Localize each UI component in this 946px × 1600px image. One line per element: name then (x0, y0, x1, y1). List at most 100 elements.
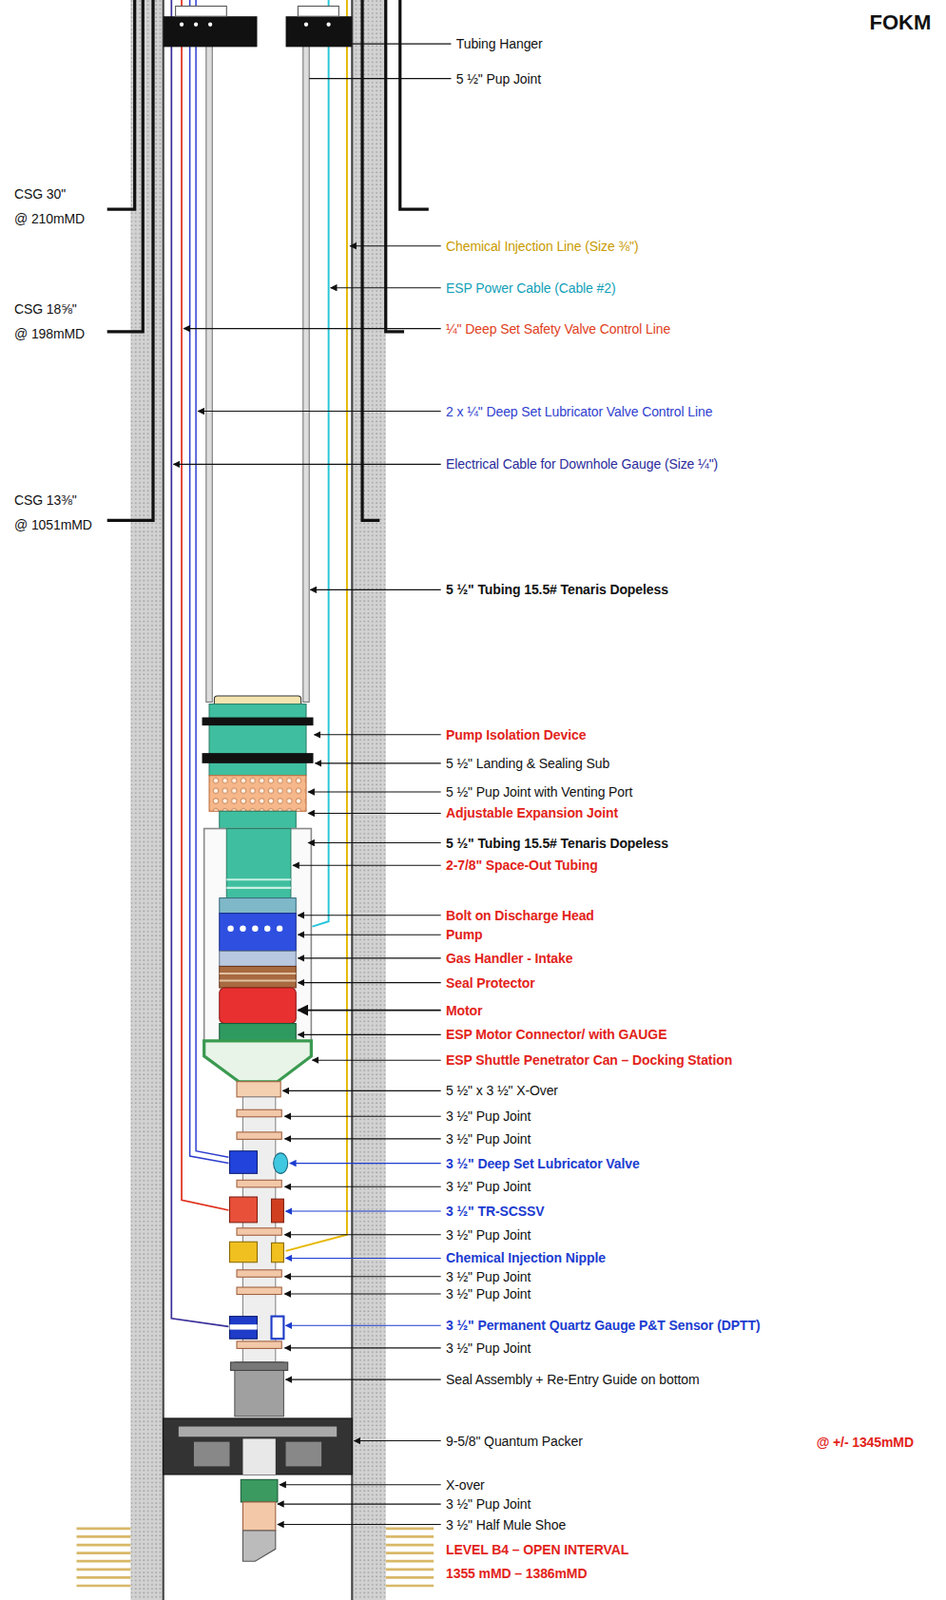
tubing-hanger (163, 16, 258, 47)
pump-port (276, 926, 283, 932)
callout-label: 5 ½" Landing & Sealing Sub (445, 754, 610, 773)
seal-protector (219, 965, 297, 988)
mule-shoe (242, 1530, 275, 1562)
pump-isolation-device (209, 704, 307, 776)
diagram-title: FOKM (868, 10, 931, 36)
perforation (77, 1544, 132, 1547)
quartz-gauge (230, 1316, 258, 1340)
callout-label: @ 1051mMD (14, 516, 93, 534)
callout-label: Motor (445, 1002, 483, 1020)
pump-port (264, 926, 271, 932)
leader-line (277, 1504, 442, 1506)
leader-line (173, 463, 441, 465)
pup-collar (236, 1109, 282, 1118)
tubing-stripe (226, 887, 291, 889)
leader-line (284, 1275, 441, 1277)
callout-label: Adjustable Expansion Joint (445, 804, 618, 822)
leader-line (297, 1009, 441, 1012)
callout-label: @ 198mMD (14, 325, 85, 343)
callout-label: 2-7/8" Space-Out Tubing (445, 856, 599, 874)
perforation (386, 1544, 434, 1547)
quartz-gauge-side (271, 1316, 285, 1340)
seal-stripe (219, 979, 297, 982)
leader-line (297, 982, 441, 984)
leader-line (309, 589, 441, 591)
callout-label: Seal Protector (445, 974, 536, 992)
perforation (386, 1535, 434, 1539)
gas-handler (219, 950, 297, 966)
callout-label: 3 ½" Pup Joint (445, 1177, 531, 1196)
packer-slip (286, 1442, 323, 1468)
casing-wall (350, 0, 353, 1600)
callout-label: Chemical Injection Line (Size ⅜") (445, 237, 638, 255)
leader-line (282, 1090, 441, 1092)
perforation (77, 1584, 132, 1588)
leader-line (351, 43, 451, 45)
leader-lines (173, 43, 451, 1525)
pup-collar (236, 1341, 282, 1350)
casing-shoe (107, 0, 136, 210)
leader-line (297, 914, 441, 916)
callout-label: 3 ½" Permanent Quartz Gauge P&T Sensor (… (445, 1316, 760, 1334)
leader-line (197, 410, 441, 412)
leader-line (284, 1116, 441, 1118)
callout-label: 3 ½" Pup Joint (445, 1285, 531, 1303)
x-over (240, 1479, 278, 1503)
packer-slip (193, 1442, 231, 1468)
pup-collar (236, 1270, 282, 1278)
lubricator-valve (230, 1151, 258, 1175)
landing-sub-band (202, 717, 314, 727)
callout-label: 3 ½" Pup Joint (445, 1107, 531, 1125)
leader-line (284, 1293, 441, 1294)
tubing-wall (206, 40, 213, 703)
pump-port (227, 926, 233, 932)
packer-bore (242, 1438, 275, 1475)
esp-power-cable (311, 0, 329, 927)
hanger-cap (297, 5, 339, 17)
hanger-port (193, 22, 198, 27)
seal-stripe (219, 972, 297, 975)
space-out-tubing (226, 829, 291, 899)
motor-connector (219, 1023, 297, 1042)
perforation (386, 1560, 434, 1564)
callout-label: CSG 13⅜" (14, 491, 78, 509)
casing-shoe (400, 0, 429, 210)
callout-label: 2 x ¼" Deep Set Lubricator Valve Control… (445, 403, 713, 421)
hanger-cap (175, 5, 228, 17)
docking-station (204, 1041, 312, 1082)
perforation (77, 1551, 132, 1555)
callout-label: 1355 mMD – 1386mMD (445, 1564, 587, 1583)
pup-collar (236, 1179, 282, 1188)
perforation (386, 1567, 434, 1571)
pup-joint (242, 1502, 275, 1531)
callout-label: 3 ½" Pup Joint (445, 1226, 531, 1244)
cement-band (130, 0, 163, 1600)
leader-line (284, 1234, 441, 1236)
perforation (77, 1560, 132, 1564)
gauge-cable (171, 0, 229, 1327)
landing-sub-band (202, 752, 314, 764)
perforation (77, 1535, 132, 1539)
casing-shoe (107, 0, 144, 332)
leader-line (277, 1524, 442, 1526)
cement-band (351, 0, 386, 1600)
callout-label: 9-5/8" Quantum Packer (445, 1432, 583, 1450)
leader-line (286, 1325, 442, 1327)
leader-line (314, 733, 442, 735)
leader-line (286, 1379, 442, 1381)
leader-line (292, 865, 442, 867)
perforation (386, 1551, 434, 1555)
callout-label: ESP Motor Connector/ with GAUGE (445, 1025, 667, 1043)
callout-label: Tubing Hanger (456, 35, 543, 53)
callout-label: Pump (445, 926, 483, 944)
callout-label: 5 ½" Pup Joint (456, 70, 541, 88)
callout-label: @ 210mMD (14, 210, 85, 228)
callout-label: Bolt on Discharge Head (445, 907, 595, 925)
callout-label: ESP Power Cable (Cable #2) (445, 279, 616, 297)
callout-label: Electrical Cable for Downhole Gauge (Siz… (445, 455, 718, 473)
perforation (386, 1576, 434, 1580)
casing-shoe (107, 0, 154, 521)
pod-shroud (204, 829, 312, 1052)
leader-line (286, 1257, 442, 1259)
leader-line (297, 934, 441, 936)
